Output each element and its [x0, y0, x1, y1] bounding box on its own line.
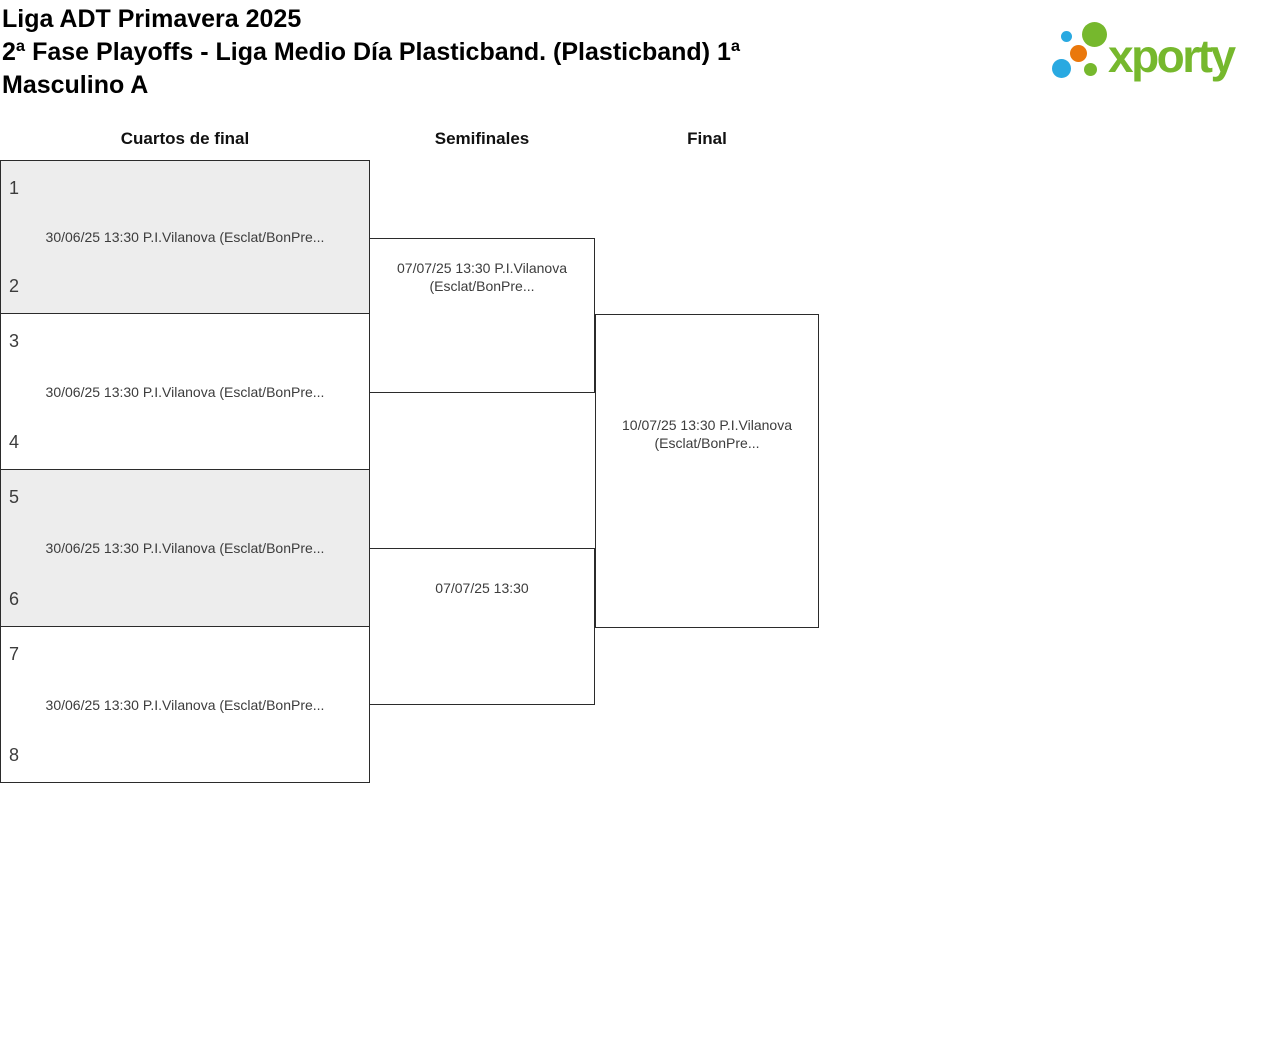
match-label-sf1-line1[interactable]: 07/07/25 13:30 P.I.Vilanova	[397, 260, 567, 277]
round-header-final: Final	[687, 129, 727, 148]
match-label-qf2[interactable]: 30/06/25 13:30 P.I.Vilanova (Esclat/BonP…	[45, 383, 325, 400]
match-quarterfinal-4[interactable]: 7 30/06/25 13:30 P.I.Vilanova (Esclat/Bo…	[0, 627, 370, 783]
round-header-semifinales: Semifinales	[434, 129, 530, 148]
seed-number-7: 7	[9, 644, 20, 664]
match-label-final-line1[interactable]: 10/07/25 13:30 P.I.Vilanova	[622, 416, 792, 433]
match-label-final: 10/07/25 13:30 P.I.Vilanova (Esclat/BonP…	[596, 315, 818, 552]
page-title-line1: Liga ADT Primavera 2025	[2, 5, 302, 33]
match-quarterfinal-2[interactable]: 3 30/06/25 13:30 P.I.Vilanova (Esclat/Bo…	[0, 314, 370, 470]
match-quarterfinal-1[interactable]: 1 30/06/25 13:30 P.I.Vilanova (Esclat/Bo…	[0, 160, 370, 314]
match-label-sf2: 07/07/25 13:30	[370, 549, 594, 627]
logo-dot-green-large-icon	[1082, 22, 1107, 47]
logo-dot-blue-large-icon	[1052, 59, 1071, 78]
logo-dot-blue-small-icon	[1061, 31, 1072, 42]
logo-dot-green-small-icon	[1084, 63, 1097, 76]
match-semifinal-2[interactable]: 07/07/25 13:30	[369, 548, 595, 705]
match-label-sf2-line1[interactable]: 07/07/25 13:30	[435, 579, 529, 596]
logo-dot-orange-icon	[1070, 45, 1087, 62]
logo-wordmark: xporty	[1108, 30, 1236, 82]
seed-number-2: 2	[9, 276, 20, 296]
page-title-line3: Masculino A	[2, 71, 149, 99]
match-semifinal-1[interactable]: 07/07/25 13:30 P.I.Vilanova (Esclat/BonP…	[369, 238, 595, 393]
seed-number-3: 3	[9, 331, 20, 351]
match-label-qf1[interactable]: 30/06/25 13:30 P.I.Vilanova (Esclat/BonP…	[45, 229, 325, 245]
round-header-cuartos: Cuartos de final	[120, 129, 250, 148]
match-label-sf1: 07/07/25 13:30 P.I.Vilanova (Esclat/BonP…	[370, 239, 594, 316]
seed-number-8: 8	[9, 745, 20, 765]
match-label-qf4[interactable]: 30/06/25 13:30 P.I.Vilanova (Esclat/BonP…	[45, 696, 325, 713]
page-title: Liga ADT Primavera 2025 2ª Fase Playoffs…	[2, 3, 902, 102]
match-final[interactable]: 10/07/25 13:30 P.I.Vilanova (Esclat/BonP…	[595, 314, 819, 628]
match-label-final-line2[interactable]: (Esclat/BonPre...	[654, 434, 760, 451]
seed-number-4: 4	[9, 432, 20, 452]
match-label-sf1-line2[interactable]: (Esclat/BonPre...	[429, 278, 535, 295]
match-quarterfinal-3[interactable]: 5 30/06/25 13:30 P.I.Vilanova (Esclat/Bo…	[0, 470, 370, 627]
match-label-qf3[interactable]: 30/06/25 13:30 P.I.Vilanova (Esclat/BonP…	[45, 540, 325, 556]
seed-number-6: 6	[9, 589, 20, 609]
xporty-logo[interactable]: xporty	[1048, 18, 1274, 88]
seed-number-5: 5	[9, 487, 20, 507]
page-title-line2: 2ª Fase Playoffs - Liga Medio Día Plasti…	[2, 38, 741, 66]
seed-number-1: 1	[9, 178, 20, 198]
